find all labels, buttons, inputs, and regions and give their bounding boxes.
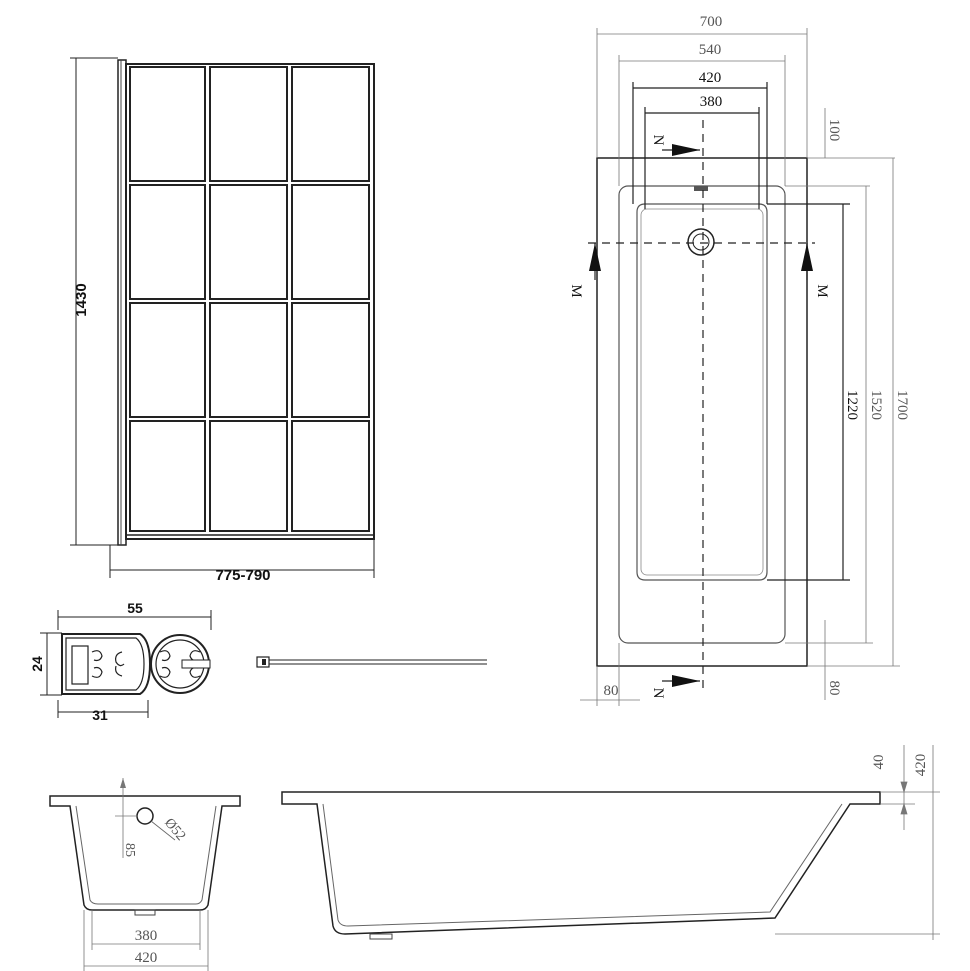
end-view-dimensions [83,910,209,971]
panel-height-label: 1430 [73,283,90,316]
side-view-dim-40: 40 [871,755,887,770]
section-m-left: M [568,284,584,297]
bath-side-view [281,791,881,940]
section-n-bottom: N [650,688,666,699]
plan-dim-420: 420 [699,70,722,86]
plan-dim-540: 540 [699,42,722,58]
profile-width-label: 55 [127,600,143,616]
plan-bottom-dimension [580,643,640,706]
plan-dim-1220: 1220 [844,390,860,420]
section-n-top: N [650,135,666,146]
panel-width-label: 775-790 [215,567,270,584]
section-m-right: M [814,284,830,297]
plan-dim-700: 700 [700,14,723,30]
end-view-waste-label: Ø52 [161,816,188,844]
plan-dim-80-left: 80 [604,683,619,699]
overflow-icon [136,807,154,825]
plan-dim-380: 380 [700,94,723,110]
bath-end-view [49,778,241,916]
plan-top-dimensions [596,28,808,209]
side-view-dimensions [775,745,940,940]
end-view-depth-label: 85 [122,843,137,857]
profile-base-label: 31 [92,707,108,723]
shower-screen-panel [117,59,375,546]
plan-dim-100: 100 [826,119,842,142]
glass-grid [129,66,370,532]
end-view-dim-420: 420 [135,950,158,966]
plan-dim-1700: 1700 [894,390,910,420]
plan-right-dimensions [767,108,900,700]
bath-plan-view: N N M M [568,120,830,699]
plan-dim-80-right: 80 [826,681,842,696]
profile-height-label: 24 [29,656,45,672]
waste-outlet-icon [687,228,715,256]
glass-strip [256,656,487,668]
side-view-dim-420: 420 [913,754,929,777]
end-view-dim-380: 380 [135,928,158,944]
panel-width-dimension: 775-790 [109,539,375,584]
plan-dim-1520: 1520 [868,390,884,420]
profile-section: 55 24 31 [29,600,212,723]
panel-height-dimension: 1430 [70,57,118,546]
